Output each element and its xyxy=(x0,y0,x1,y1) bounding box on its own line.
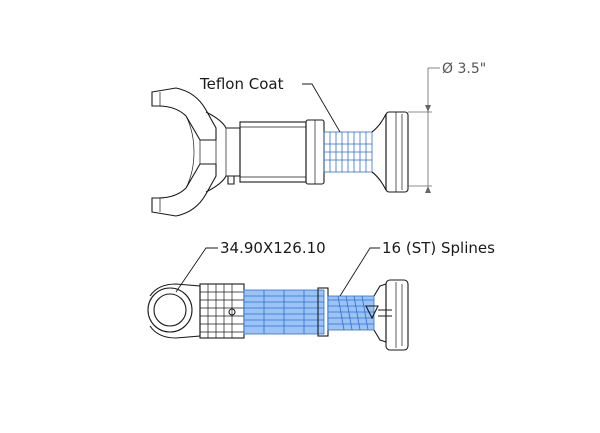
top-flange-transition xyxy=(371,113,387,191)
top-slip-sleeve xyxy=(239,121,307,183)
top-yoke-upper-ear xyxy=(151,87,217,141)
splines-leader xyxy=(339,247,380,297)
teflon-coat-label: Teflon Coat xyxy=(199,75,284,93)
bottom-yoke-hatch xyxy=(200,284,244,338)
top-spline-lines xyxy=(324,132,372,172)
top-view: Ø 3.5" Teflon Coat xyxy=(151,61,486,217)
teflon-coat-leader xyxy=(302,83,341,133)
bottom-flange-cone xyxy=(373,283,387,343)
bottom-yoke-bore-outer xyxy=(147,287,193,333)
top-yoke-body xyxy=(205,111,241,193)
top-yoke-lower-ear xyxy=(151,163,217,217)
bottom-spline-shaft-lines xyxy=(328,295,374,331)
bottom-grease-fitting xyxy=(228,308,236,316)
diameter-label: Ø 3.5" xyxy=(442,61,486,77)
diameter-dimension xyxy=(408,67,440,193)
bottom-spline-sleeve-lines xyxy=(244,290,324,334)
bottom-yoke-bore-inner xyxy=(153,293,187,327)
bottom-view: 34.90X126.10 16 (ST) Splines xyxy=(147,239,495,351)
splines-label: 16 (ST) Splines xyxy=(382,239,495,257)
top-tube-flange xyxy=(385,111,409,193)
spline-size-label: 34.90X126.10 xyxy=(220,239,326,257)
bottom-tube-flange xyxy=(385,279,409,351)
spline-size-leader xyxy=(175,247,218,293)
